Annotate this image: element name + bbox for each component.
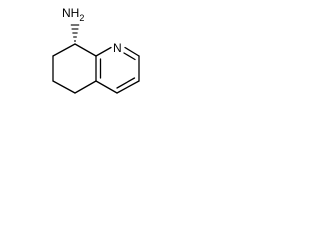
hashed-wedge-bond (70, 24, 80, 42)
bond-c8a-n1 (95, 46, 112, 57)
bond-c8-c7 (52, 43, 76, 57)
saturated-ring (52, 43, 97, 94)
amine-label: NH2 (62, 6, 84, 23)
bond-c3-c4-inner (116, 77, 136, 89)
bond-c3-c4 (116, 80, 140, 94)
bond-n1-c2 (124, 46, 140, 57)
bond-c5-c4a (74, 80, 97, 94)
bond-c8-c8a (74, 43, 97, 57)
bond-n1-c2-inner (123, 52, 136, 61)
chemical-structure: NH2 N (52, 6, 140, 94)
pyridine-ring (95, 46, 140, 94)
ring-nitrogen-label: N (113, 41, 122, 55)
bond-c4-c4a (95, 80, 118, 94)
bond-c6-c5 (52, 80, 76, 94)
